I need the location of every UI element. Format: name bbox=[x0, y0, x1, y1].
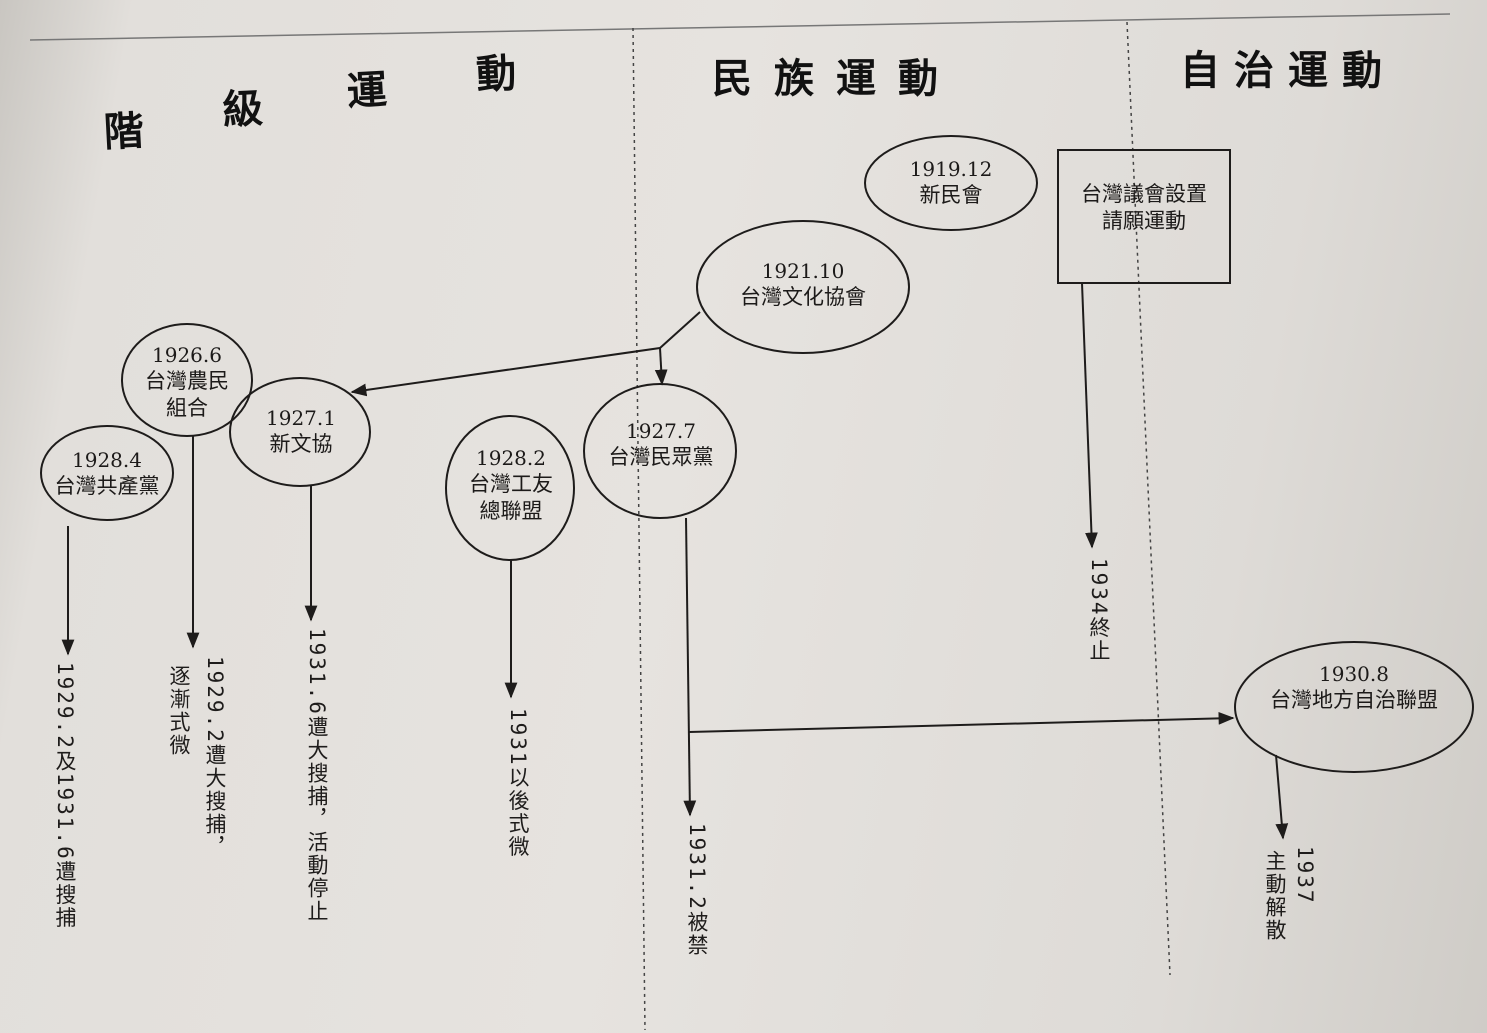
split-line bbox=[659, 311, 701, 349]
node-farmers: 1926.6 台灣農民 組合 bbox=[127, 334, 247, 430]
node-new-cultural: 1927.1 新文協 bbox=[236, 392, 366, 472]
node-petition: 台灣議會設置 請願運動 bbox=[1058, 168, 1230, 248]
ellipse-farmers bbox=[121, 323, 253, 437]
header-class-char-1: 階 bbox=[102, 108, 145, 157]
outcome-petition: 1934終止 bbox=[1087, 558, 1111, 663]
header-class-char-4: 動 bbox=[475, 50, 518, 99]
node-label: 台灣民眾黨 bbox=[608, 445, 714, 470]
ellipse-xinminhui bbox=[864, 135, 1038, 231]
outcome-communist: 1929.2及1931.6遭搜捕 bbox=[53, 662, 77, 930]
node-label: 請願運動 bbox=[1102, 209, 1186, 233]
outcome-local-autonomy-b: 主動解散 bbox=[1263, 850, 1287, 942]
outcome-farmers-a: 1929.2遭大搜捕， bbox=[203, 656, 227, 859]
ellipse-cultural-assoc bbox=[696, 220, 910, 354]
ellipse-communist bbox=[40, 425, 174, 521]
node-xinminhui: 1919.12 新民會 bbox=[875, 143, 1027, 223]
header-autonomy-movement: 自治運動 bbox=[1180, 48, 1396, 94]
arrow-peoples-to-autonomy bbox=[688, 711, 1235, 733]
box-petition bbox=[1057, 149, 1231, 284]
arrow-peoples-party-down bbox=[683, 517, 697, 817]
header-class-char-3: 運 bbox=[345, 67, 389, 116]
node-date: 1928.2 bbox=[476, 445, 546, 470]
node-date: 1930.8 bbox=[1319, 662, 1389, 687]
node-date: 1926.6 bbox=[152, 342, 222, 367]
divider-national-autonomy bbox=[1126, 21, 1171, 976]
node-label: 台灣議會設置 bbox=[1081, 181, 1207, 206]
node-label: 台灣共產黨 bbox=[54, 474, 160, 499]
node-label: 總聯盟 bbox=[479, 499, 543, 523]
outcome-peoples-party: 1931.2被禁 bbox=[685, 823, 709, 957]
node-date: 1919.12 bbox=[909, 157, 993, 182]
node-label: 台灣工友 bbox=[469, 471, 553, 496]
node-date: 1927.1 bbox=[266, 406, 336, 431]
node-label: 新民會 bbox=[919, 183, 983, 208]
frame-line bbox=[29, 13, 1451, 41]
node-workers: 1928.2 台灣工友 總聯盟 bbox=[450, 430, 572, 540]
outcome-local-autonomy-a: 1937 bbox=[1293, 846, 1317, 905]
node-cultural-assoc: 1921.10 台灣文化協會 bbox=[705, 240, 901, 330]
arrow-petition-down bbox=[1081, 282, 1098, 549]
node-peoples-party: 1927.7 台灣民眾黨 bbox=[590, 405, 732, 485]
node-label: 台灣文化協會 bbox=[740, 285, 866, 310]
node-local-autonomy: 1930.8 台灣地方自治聯盟 bbox=[1240, 648, 1468, 728]
node-label: 台灣地方自治聯盟 bbox=[1270, 688, 1438, 713]
ellipse-local-autonomy bbox=[1234, 641, 1474, 773]
node-date: 1928.4 bbox=[72, 448, 142, 473]
header-class-char-2: 級 bbox=[221, 85, 264, 134]
node-label: 新文協 bbox=[269, 432, 333, 457]
node-label: 組合 bbox=[166, 396, 208, 420]
arrow-to-peoples-party bbox=[654, 347, 668, 386]
divider-class-national bbox=[632, 27, 646, 1031]
arrow-local-autonomy-down bbox=[1275, 754, 1289, 840]
outcome-new-cultural: 1931.6遭大搜捕，活動停止 bbox=[305, 628, 329, 923]
ellipse-new-cultural bbox=[229, 377, 371, 487]
header-national-movement: 民族運動 bbox=[712, 56, 960, 102]
node-date: 1921.10 bbox=[761, 259, 845, 284]
node-date: 1927.7 bbox=[626, 419, 696, 444]
node-communist: 1928.4 台灣共產黨 bbox=[44, 436, 170, 512]
outcome-farmers-b: 逐漸式微 bbox=[167, 665, 191, 757]
outcome-workers: 1931以後式微 bbox=[506, 708, 530, 859]
node-label: 台灣農民 bbox=[145, 368, 229, 393]
arrow-to-new-cultural bbox=[350, 347, 661, 397]
